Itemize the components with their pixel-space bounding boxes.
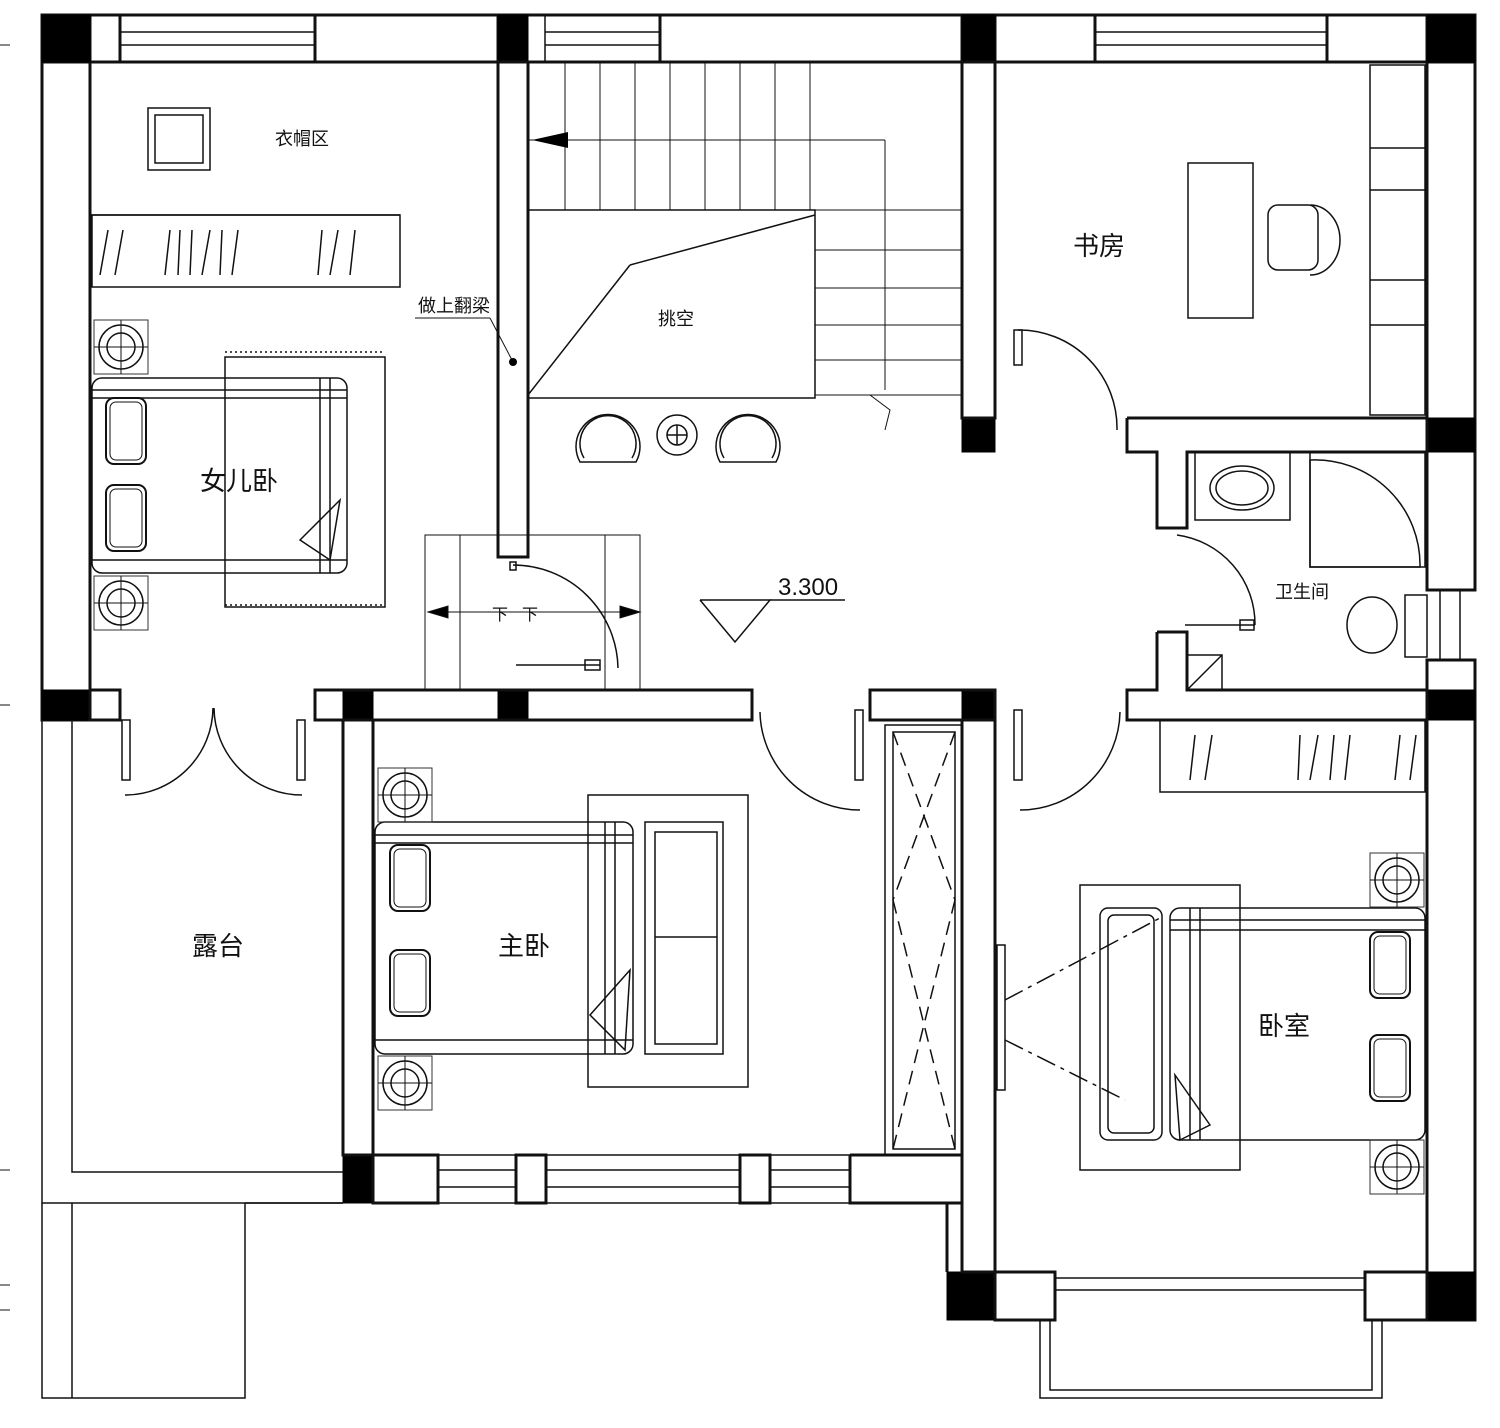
- master-windows: [438, 1154, 850, 1204]
- stair-down-left-label: 下: [492, 605, 508, 624]
- doors: [121, 329, 1256, 811]
- beam-dot: [509, 358, 517, 366]
- top-wall-blocks: [88, 13, 1429, 64]
- structural-columns: [41, 14, 1476, 1321]
- stair-down: [424, 534, 642, 691]
- beam-leader: [415, 317, 514, 363]
- study-label: 书房: [1073, 232, 1125, 262]
- stair-arrow-icon: [532, 132, 568, 148]
- bar-stools: [575, 413, 781, 463]
- terrace-outline: [41, 720, 343, 1399]
- elevation-marker: [699, 599, 845, 644]
- void-area: [527, 209, 816, 399]
- master-furniture: [374, 724, 963, 1156]
- staircase: [528, 62, 962, 431]
- daughter-bedroom-label: 女儿卧: [200, 467, 278, 497]
- bedroom-label: 卧室: [1258, 1012, 1310, 1042]
- stair-down-right-label: 下: [522, 605, 538, 624]
- bedroom-furniture: [996, 719, 1426, 1195]
- bath-fixtures: [1186, 451, 1428, 691]
- interior-walls: [88, 60, 1429, 1322]
- edge-ticks: [0, 44, 10, 1311]
- beam-note-label: 做上翻梁: [418, 296, 490, 317]
- bay-window: [1039, 1277, 1383, 1399]
- bathroom-label: 卫生间: [1275, 582, 1329, 603]
- floor-elevation-label: 3.300: [778, 574, 838, 601]
- study-furniture: [1187, 64, 1426, 416]
- terrace-label: 露台: [192, 932, 244, 962]
- cloakroom-label: 衣帽区: [275, 129, 329, 150]
- master-bedroom-label: 主卧: [498, 932, 550, 962]
- daughter-bed: [91, 319, 386, 631]
- bath-window: [1427, 589, 1475, 661]
- void-label: 挑空: [658, 309, 694, 330]
- cloakroom-furniture: [90, 107, 401, 288]
